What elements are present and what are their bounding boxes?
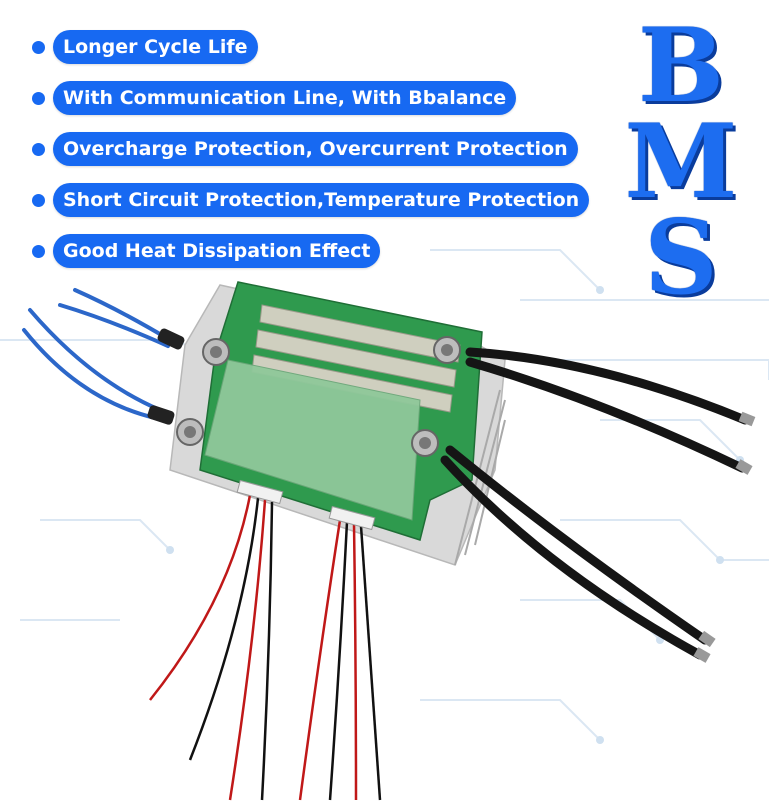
feature-label: Short Circuit Protection,Temperature Pro… bbox=[53, 183, 590, 217]
feature-item: Short Circuit Protection,Temperature Pro… bbox=[32, 183, 590, 217]
feature-label: Longer Cycle Life bbox=[53, 30, 258, 64]
bms-badge: B M S bbox=[622, 6, 740, 318]
bms-letter-b: B bbox=[637, 6, 725, 126]
bullet-icon bbox=[32, 244, 45, 258]
bms-letter-m: M bbox=[624, 102, 738, 222]
feature-label: With Communication Line, With Bbalance bbox=[53, 81, 517, 115]
bullet-icon bbox=[32, 142, 45, 156]
feature-item: Overcharge Protection, Overcurrent Prote… bbox=[32, 132, 578, 166]
feature-item: With Communication Line, With Bbalance bbox=[32, 81, 517, 115]
bms-letter-s: S bbox=[644, 198, 718, 318]
feature-label: Good Heat Dissipation Effect bbox=[53, 234, 381, 268]
bullet-icon bbox=[32, 91, 45, 105]
bullet-icon bbox=[32, 40, 45, 54]
bms-board-illustration bbox=[22, 281, 756, 801]
feature-item: Good Heat Dissipation Effect bbox=[32, 234, 381, 268]
feature-item: Longer Cycle Life bbox=[32, 30, 258, 64]
feature-label: Overcharge Protection, Overcurrent Prote… bbox=[53, 132, 578, 166]
bullet-icon bbox=[32, 193, 45, 207]
